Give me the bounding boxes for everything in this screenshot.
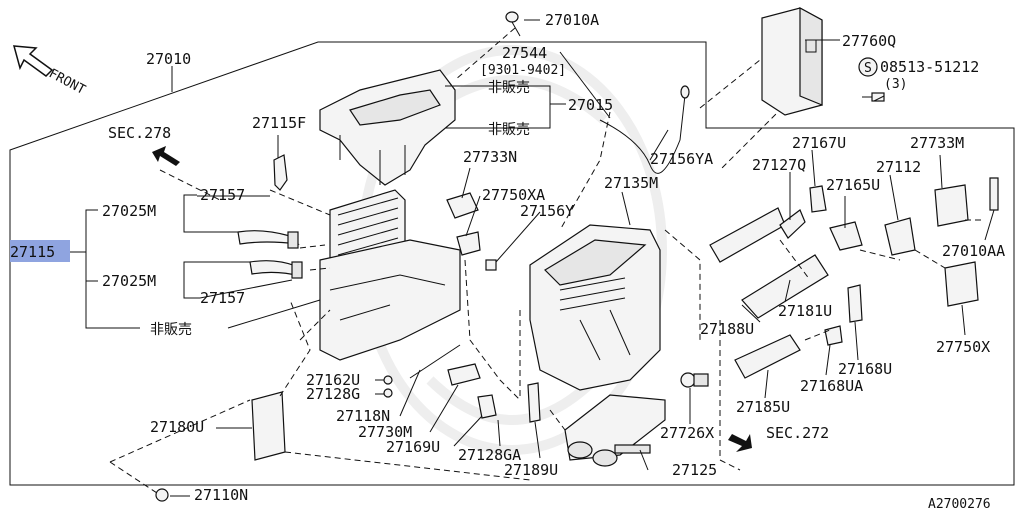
label-hanbai-1: 非販売 xyxy=(488,80,530,96)
label-27010A[interactable]: 27010A xyxy=(545,11,599,29)
label-08513-51212[interactable]: 08513-51212 xyxy=(880,58,979,76)
label-27185U[interactable]: 27185U xyxy=(736,398,790,416)
motor-27733M xyxy=(934,184,969,227)
label-27760Q[interactable]: 27760Q xyxy=(842,32,896,50)
control-unit-27760Q xyxy=(761,6,823,116)
label-27181U[interactable]: 27181U xyxy=(778,302,832,320)
label-hanbai-3: 非販売 xyxy=(150,322,192,338)
label-27115F[interactable]: 27115F xyxy=(252,114,306,132)
duct-27125 xyxy=(564,394,666,467)
label-sec278[interactable]: SEC.278 xyxy=(108,124,171,142)
lever-27112 xyxy=(884,217,916,256)
label-27165U[interactable]: 27165U xyxy=(826,176,880,194)
bracket-27750XA xyxy=(456,231,481,256)
label-9301-9402: [9301-9402] xyxy=(480,63,566,78)
label-27189U[interactable]: 27189U xyxy=(504,461,558,479)
lever-27168U xyxy=(847,284,863,323)
label-27726X[interactable]: 27726X xyxy=(660,424,714,442)
pipe-27157-upper xyxy=(237,230,300,249)
lower-case-left xyxy=(319,239,461,361)
screw-27010AA xyxy=(989,177,999,211)
clip-27128G xyxy=(383,388,393,398)
label-27733M[interactable]: 27733M xyxy=(910,134,964,152)
label-27750X[interactable]: 27750X xyxy=(936,338,990,356)
label-27167U[interactable]: 27167U xyxy=(792,134,846,152)
assembly-dashed-lines xyxy=(109,111,985,496)
lever-27168UA xyxy=(824,325,843,346)
control-unit-leader xyxy=(699,59,791,171)
bracket-27189U xyxy=(527,382,541,423)
pipe-27157-lower xyxy=(249,260,303,279)
leader-lines xyxy=(70,19,995,497)
motor-27730M xyxy=(447,363,481,386)
label-27162U[interactable]: 27162U xyxy=(306,371,360,389)
label-27125[interactable]: 27125 xyxy=(672,461,717,479)
filter-27180U xyxy=(251,391,286,461)
sec272-arrow xyxy=(728,434,752,452)
nut-27110N xyxy=(155,488,169,502)
label-27112[interactable]: 27112 xyxy=(876,158,921,176)
label-27110N[interactable]: 27110N xyxy=(194,486,248,504)
label-27180U[interactable]: 27180U xyxy=(150,418,204,436)
actuator-27726X xyxy=(680,372,709,388)
door-27181U xyxy=(741,254,829,319)
label-27188U[interactable]: 27188U xyxy=(700,320,754,338)
bracket-27750X xyxy=(944,261,979,307)
label-27127Q[interactable]: 27127Q xyxy=(752,156,806,174)
label-08513-qty: (3) xyxy=(884,77,907,92)
door-27188U xyxy=(709,207,786,263)
label-27015[interactable]: 27015 xyxy=(568,96,613,114)
label-27025M-lower[interactable]: 27025M xyxy=(102,272,156,290)
sec278-arrow xyxy=(152,146,180,166)
main-case-27135M xyxy=(529,224,661,391)
clip-27162U xyxy=(383,375,393,385)
label-27115[interactable]: 27115 xyxy=(10,243,55,261)
front-label: FRONT xyxy=(46,66,88,98)
highlight-27115 xyxy=(10,240,70,262)
label-27157-lower[interactable]: 27157 xyxy=(200,289,245,307)
label-27544[interactable]: 27544 xyxy=(502,44,547,62)
screw-27010A xyxy=(505,11,521,37)
door-27185U xyxy=(734,334,801,379)
label-27169U[interactable]: 27169U xyxy=(386,438,440,456)
label-27168UA[interactable]: 27168UA xyxy=(800,377,863,395)
lever-27165U xyxy=(829,221,863,251)
reference-code: A2700276 xyxy=(928,497,991,511)
label-27010AA[interactable]: 27010AA xyxy=(942,242,1005,260)
svg-text:S: S xyxy=(864,61,872,76)
cable-27544 xyxy=(599,94,686,174)
clip-27169U xyxy=(477,394,497,419)
label-27750XA[interactable]: 27750XA xyxy=(482,186,545,204)
clip-27156Y xyxy=(485,259,497,271)
front-direction-arrow xyxy=(12,45,54,77)
bracket-27115F xyxy=(273,154,288,191)
label-27025M-upper[interactable]: 27025M xyxy=(102,202,156,220)
label-27010[interactable]: 27010 xyxy=(146,50,191,68)
label-27156Y[interactable]: 27156Y xyxy=(520,202,574,220)
assembly-frame xyxy=(9,41,1015,486)
lever-27167U xyxy=(809,185,827,213)
lever-27127Q xyxy=(779,209,806,239)
label-sec272[interactable]: SEC.272 xyxy=(766,424,829,442)
rod-27118N xyxy=(409,344,461,379)
label-27128G[interactable]: 27128G xyxy=(306,385,360,403)
label-27157-upper[interactable]: 27157 xyxy=(200,186,245,204)
label-hanbai-2: 非販売 xyxy=(488,122,530,138)
label-27168U[interactable]: 27168U xyxy=(838,360,892,378)
upper-case-27015 xyxy=(319,69,456,186)
label-27156YA[interactable]: 27156YA xyxy=(650,150,713,168)
label-27733N[interactable]: 27733N xyxy=(463,148,517,166)
label-27135M[interactable]: 27135M xyxy=(604,174,658,192)
bolt-08513: S xyxy=(858,57,885,102)
label-27128GA[interactable]: 27128GA xyxy=(458,446,521,464)
label-27730M[interactable]: 27730M xyxy=(358,423,412,441)
label-27118N[interactable]: 27118N xyxy=(336,407,390,425)
